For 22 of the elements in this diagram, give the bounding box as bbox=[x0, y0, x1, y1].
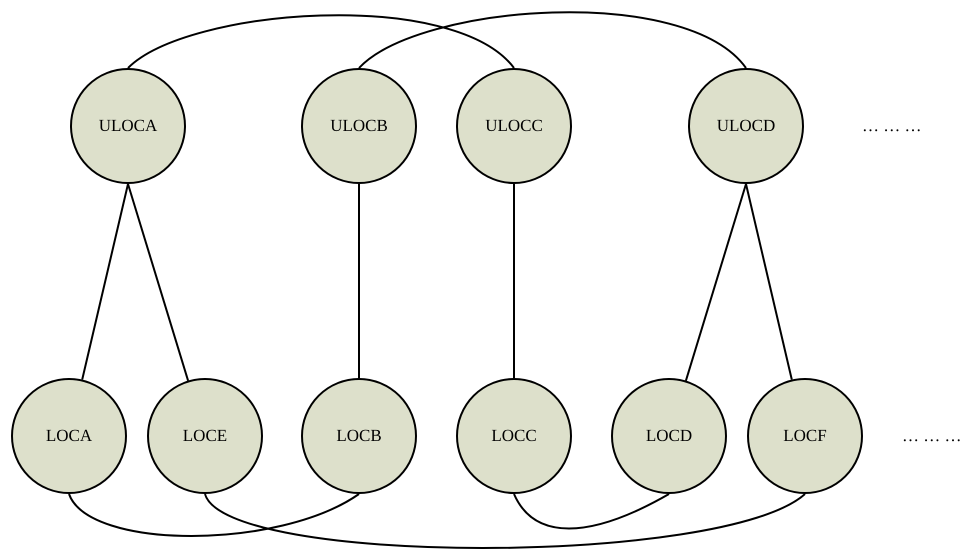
connector-line bbox=[745, 184, 793, 380]
node-circle: ULOCD bbox=[688, 68, 804, 184]
connector-line bbox=[127, 14, 515, 69]
connector-line bbox=[358, 12, 747, 69]
connector-line bbox=[685, 184, 747, 381]
ellipsis-text: … … … bbox=[862, 116, 922, 136]
connector-line bbox=[513, 493, 670, 530]
node-circle: LOCF bbox=[747, 378, 863, 494]
connector-line bbox=[127, 184, 189, 381]
node-circle: LOCC bbox=[456, 378, 572, 494]
node-circle: LOCE bbox=[147, 378, 263, 494]
node-circle: LOCD bbox=[611, 378, 727, 494]
ellipsis-text: … … … bbox=[902, 426, 962, 446]
connector-line bbox=[358, 184, 360, 378]
node-circle: LOCB bbox=[301, 378, 417, 494]
connector-line bbox=[68, 493, 360, 537]
connector-line bbox=[513, 184, 515, 378]
connector-line bbox=[81, 184, 129, 380]
node-circle: ULOCC bbox=[456, 68, 572, 184]
node-circle: ULOCB bbox=[301, 68, 417, 184]
node-circle: ULOCA bbox=[70, 68, 186, 184]
node-circle: LOCA bbox=[11, 378, 127, 494]
